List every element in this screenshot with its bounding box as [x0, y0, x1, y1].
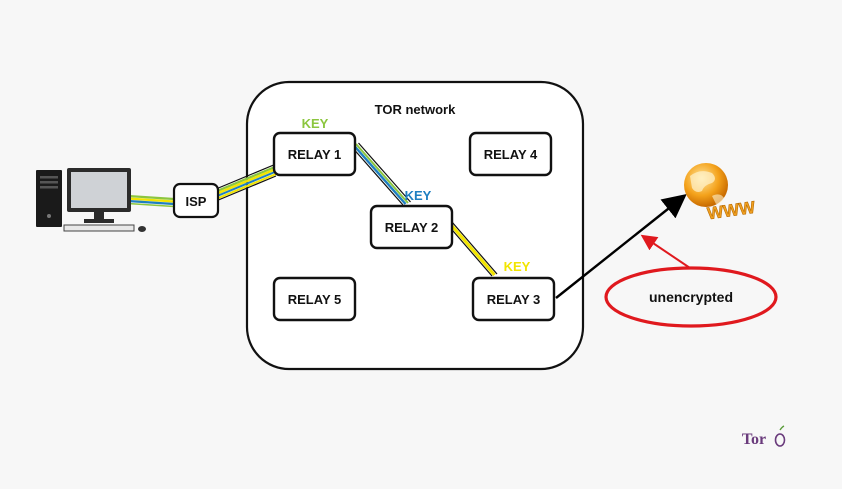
- key-label-2: KEY: [405, 188, 432, 203]
- relay-3-label: RELAY 3: [487, 292, 540, 307]
- relay-5: RELAY 5: [272, 276, 357, 322]
- cable-relay1-relay2: [350, 142, 411, 206]
- network-title: TOR network: [375, 102, 456, 117]
- relay-1: RELAY 1: [272, 131, 357, 177]
- tor-logo-text: Tor: [742, 431, 766, 448]
- relay-2-label: RELAY 2: [385, 220, 438, 235]
- unencrypted-label: unencrypted: [649, 289, 733, 305]
- relay-5-label: RELAY 5: [288, 292, 341, 307]
- computer-icon: [36, 168, 146, 232]
- isp-node: ISP: [172, 182, 220, 219]
- relay-1-label: RELAY 1: [288, 147, 341, 162]
- onion-icon: [774, 425, 786, 447]
- unencrypted-callout: unencrypted: [604, 266, 778, 328]
- relay-2: RELAY 2: [369, 204, 454, 250]
- cable-isp-relay1: [215, 163, 277, 202]
- cable-relay2-relay3: [446, 221, 498, 277]
- cable-computer-isp: [127, 194, 175, 208]
- key-label-3: KEY: [504, 259, 531, 274]
- arrow-relay3-www: [555, 194, 687, 299]
- relay-4: RELAY 4: [468, 131, 553, 177]
- arrow-callout: [640, 234, 691, 269]
- relay-4-label: RELAY 4: [484, 147, 538, 162]
- tor-logo: Tor: [742, 425, 786, 448]
- key-label-1: KEY: [302, 116, 329, 131]
- www-globe-icon: WWW: [684, 163, 758, 224]
- isp-label: ISP: [186, 194, 207, 209]
- relay-3: RELAY 3: [471, 276, 556, 322]
